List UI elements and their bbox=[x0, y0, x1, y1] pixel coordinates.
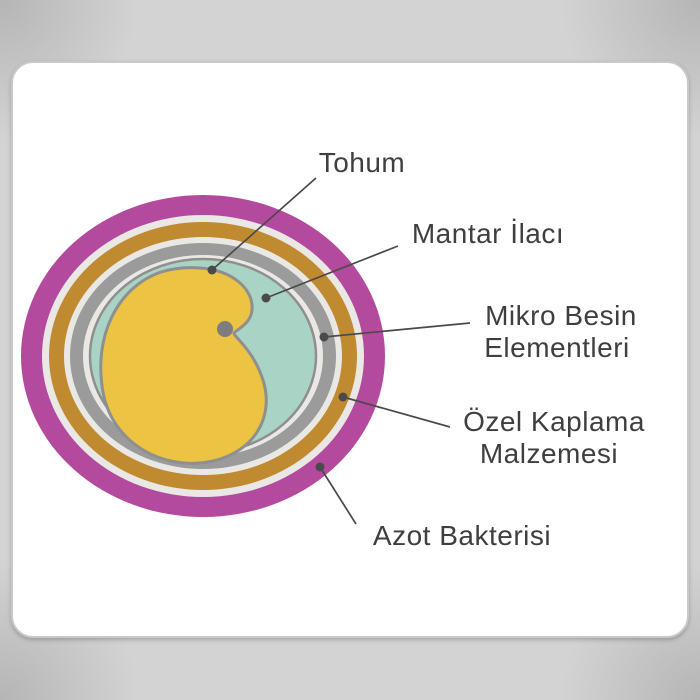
label-mikro-besin-line1: Mikro Besin bbox=[485, 300, 637, 331]
label-ozel-kaplama-line1: Özel Kaplama bbox=[463, 406, 645, 437]
leader-dot-mikro-besin bbox=[319, 332, 329, 342]
leader-mantar-ilaci bbox=[265, 245, 399, 299]
leader-ozel-kaplama bbox=[342, 396, 451, 428]
leader-dot-ozel-kaplama bbox=[338, 392, 348, 402]
leader-mikro-besin bbox=[323, 322, 471, 338]
label-mantar-ilaci: Mantar İlacı bbox=[412, 218, 564, 249]
leader-tohum bbox=[211, 177, 317, 271]
seed-shape bbox=[99, 266, 268, 465]
label-tohum: Tohum bbox=[319, 147, 406, 178]
labels: Tohum Mantar İlacı Mikro Besin Elementle… bbox=[319, 147, 645, 551]
leader-dot-azot-bakterisi bbox=[315, 462, 325, 472]
leader-lines bbox=[207, 177, 471, 525]
leader-azot-bakterisi bbox=[319, 466, 357, 525]
leader-dot-tohum bbox=[207, 265, 217, 275]
label-azot-bakterisi: Azot Bakterisi bbox=[373, 520, 551, 551]
label-ozel-kaplama-line2: Malzemesi bbox=[480, 438, 618, 469]
leader-dot-mantar-ilaci bbox=[261, 293, 271, 303]
seed-hilum bbox=[217, 321, 233, 337]
label-mikro-besin-line2: Elementleri bbox=[484, 332, 630, 363]
seed-group bbox=[99, 266, 268, 465]
